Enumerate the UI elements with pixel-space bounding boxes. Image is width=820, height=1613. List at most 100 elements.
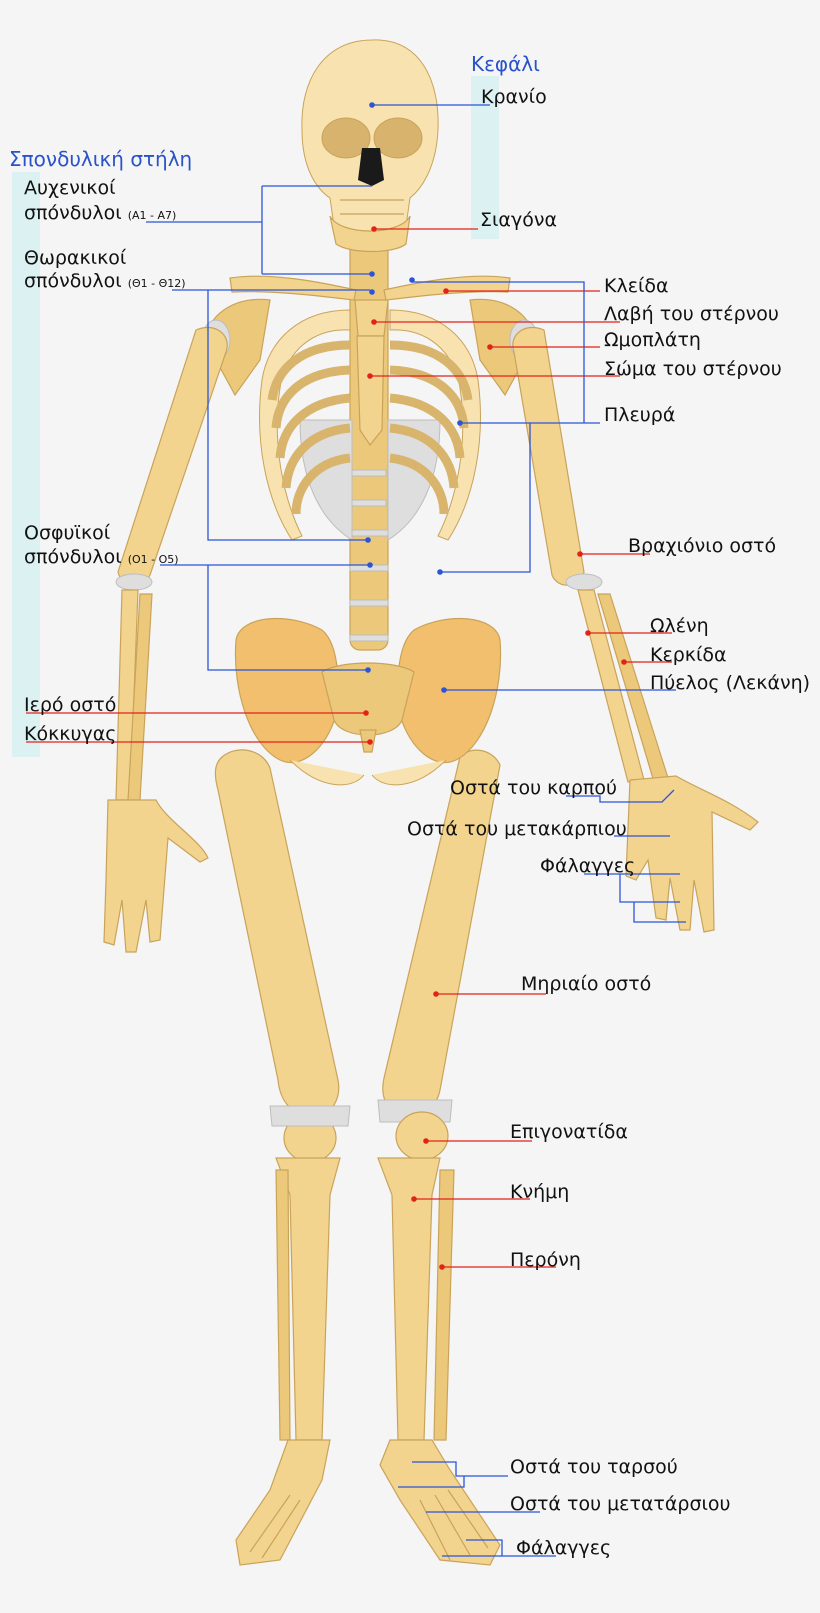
ulna-label: Ωλένη bbox=[650, 615, 709, 637]
pelvis-label: Πύελος (Λεκάνη) bbox=[650, 672, 810, 694]
skull-point bbox=[369, 102, 375, 108]
manubrium-label: Λαβή του στέρνου bbox=[604, 303, 779, 325]
clavicle-point bbox=[443, 288, 449, 294]
jaw-point bbox=[371, 226, 377, 232]
cervical-leader bbox=[146, 185, 372, 275]
spine-group-band bbox=[12, 172, 40, 757]
sacrum-bone bbox=[321, 662, 415, 736]
head-group-band bbox=[471, 76, 499, 239]
rib-label: Πλευρά bbox=[604, 404, 675, 426]
disc-1 bbox=[351, 469, 387, 477]
coccyx-label: Κόκκυγας bbox=[24, 723, 116, 745]
fibula-point bbox=[439, 1264, 445, 1270]
foot-phalanges-label: Φάλαγγες bbox=[516, 1537, 611, 1559]
jaw-bone bbox=[329, 215, 411, 253]
rib-cage bbox=[259, 299, 481, 541]
elbow-cartilage-left bbox=[115, 573, 153, 591]
sacrum-label: Ιερό οστό bbox=[24, 694, 116, 716]
teeth bbox=[340, 199, 404, 215]
coccyx-point bbox=[367, 739, 373, 745]
fibula-label: Περόνη bbox=[510, 1249, 581, 1271]
tibia-label: Κνήμη bbox=[510, 1181, 569, 1203]
knee-cartilage-left bbox=[269, 1105, 351, 1127]
clavicle-upper-point bbox=[409, 277, 415, 283]
left-arm bbox=[103, 326, 228, 953]
cervical-label-line1: Αυχενικοί bbox=[24, 177, 116, 199]
nasal-cavity bbox=[358, 148, 384, 186]
hand-phalanges-label: Φάλαγγες bbox=[540, 855, 635, 877]
skeleton-illustration bbox=[103, 39, 759, 1566]
hand-right-bone bbox=[625, 775, 759, 933]
patella-label: Επιγονατίδα bbox=[510, 1121, 628, 1143]
femur-point bbox=[433, 991, 439, 997]
lumbar-range: (Ο1 - Ο5) bbox=[128, 553, 179, 566]
scapula-label: Ωμοπλάτη bbox=[604, 329, 701, 351]
disc-2 bbox=[351, 499, 387, 507]
pubis-bone bbox=[289, 759, 447, 786]
clavicle-label: Κλείδα bbox=[604, 275, 669, 297]
metatarsals-label: Οστά του μετατάρσιου bbox=[510, 1493, 731, 1515]
sacrum-point bbox=[363, 710, 369, 716]
toe-lines-left bbox=[249, 1494, 301, 1559]
thoracic-label-line1: Θωρακικοί bbox=[24, 247, 127, 269]
rib-lower-point bbox=[437, 569, 443, 575]
fibula-right-bone bbox=[433, 1169, 455, 1441]
toe-lines-right bbox=[419, 1489, 489, 1561]
ribs-left bbox=[267, 340, 351, 515]
humerus-left-bone bbox=[117, 326, 228, 586]
sternum-body-bone bbox=[356, 335, 385, 447]
left-leg bbox=[214, 749, 351, 1566]
leader-points bbox=[363, 102, 627, 1270]
hand-left-bone bbox=[103, 799, 209, 953]
manubrium-point bbox=[371, 319, 377, 325]
humerus-point bbox=[577, 551, 583, 557]
labels: Κεφάλι Σπονδυλική στήλη Κρανίο Σιαγόνα Α… bbox=[9, 52, 810, 1559]
thoracic-label-line2: σπόνδυλοι (Θ1 - Θ12) bbox=[24, 270, 186, 292]
orbit-left bbox=[321, 117, 371, 159]
scapula-point bbox=[487, 344, 493, 350]
hand-phalanges-leader bbox=[584, 873, 686, 923]
foot-left-bone bbox=[235, 1439, 331, 1566]
tarsals-leader bbox=[398, 1461, 508, 1488]
disc-6 bbox=[349, 634, 389, 642]
thoracic-range: (Θ1 - Θ12) bbox=[128, 277, 186, 290]
radius-label: Κερκίδα bbox=[650, 644, 727, 666]
lumbar-label-line2: σπόνδυλοι (Ο1 - Ο5) bbox=[24, 546, 179, 568]
foot-phalanges-leader bbox=[442, 1539, 556, 1557]
rib-leader bbox=[412, 281, 600, 573]
ulna-point bbox=[585, 630, 591, 636]
spine-group-title: Σπονδυλική στήλη bbox=[9, 147, 192, 171]
lumbar-leader bbox=[160, 564, 370, 671]
femur-label: Μηριαίο οστό bbox=[521, 973, 651, 995]
humerus-right-bone bbox=[512, 326, 585, 586]
right-arm bbox=[512, 326, 759, 933]
lumbar-point bbox=[367, 562, 373, 568]
patella-right-bone bbox=[395, 1111, 449, 1161]
tibia-point bbox=[411, 1196, 417, 1202]
jaw-label: Σιαγόνα bbox=[480, 209, 557, 231]
leader-lines bbox=[26, 104, 686, 1557]
femur-right-bone bbox=[382, 749, 501, 1117]
femur-left-bone bbox=[214, 749, 340, 1117]
pelvis-left-bone bbox=[234, 617, 339, 764]
lumbar-lower-point bbox=[365, 667, 371, 673]
cervical-range: (Α1 - Α7) bbox=[128, 209, 177, 222]
tibia-right-bone bbox=[377, 1157, 441, 1441]
right-leg bbox=[249, 749, 501, 1566]
radius-point bbox=[621, 659, 627, 665]
disc-5 bbox=[349, 599, 389, 607]
carpals-leader bbox=[566, 789, 675, 803]
skull bbox=[301, 39, 439, 253]
clavicle-left-bone bbox=[229, 275, 357, 301]
clavicle-right-bone bbox=[383, 275, 511, 301]
lumbar-label-line1: Οσφυϊκοί bbox=[24, 522, 111, 544]
manubrium-bone bbox=[354, 299, 389, 337]
humerus-label: Βραχιόνιο οστό bbox=[628, 535, 776, 557]
cervical-label-line2: σπόνδυλοι (Α1 - Α7) bbox=[24, 202, 176, 224]
sternum-body-point bbox=[367, 373, 373, 379]
tarsals-label: Οστά του ταρσού bbox=[510, 1456, 678, 1478]
carpals-label: Οστά του καρπού bbox=[450, 777, 617, 799]
sternum-body-label: Σώμα του στέρνου bbox=[604, 358, 782, 380]
disc-3 bbox=[349, 529, 389, 537]
